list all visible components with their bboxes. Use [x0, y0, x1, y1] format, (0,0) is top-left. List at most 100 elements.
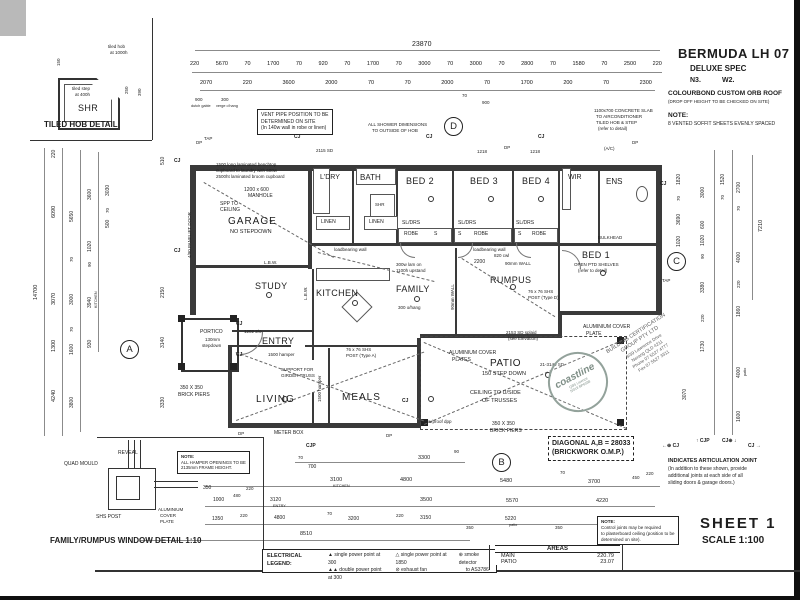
- dim-line: [752, 155, 753, 300]
- light-point: [510, 284, 516, 290]
- gable-note: dutch gable: [191, 104, 211, 108]
- room-label-portico: PORTICO: [200, 329, 223, 335]
- piers-note-1: 350 X 350: [180, 385, 203, 391]
- dim-value: 70: [560, 470, 566, 475]
- door-arc: [240, 332, 263, 355]
- arrow-left-icon: ←: [662, 443, 667, 449]
- servery-note-1: 300w lam on: [396, 262, 422, 267]
- window-label: 1218: [477, 149, 488, 154]
- smoke-detector-icon: ⊕: [458, 552, 463, 558]
- joint-dot-icon: ⊕: [728, 438, 733, 444]
- area-name: PATIO: [501, 559, 517, 565]
- post-a-note-1: 76 x 76 SHS: [346, 347, 372, 352]
- dim-value: 480: [233, 493, 241, 498]
- exhaust-fan-icon: ⊘: [395, 567, 400, 573]
- wall: [190, 165, 196, 315]
- dim-value: 3500: [420, 497, 433, 503]
- room-label-ldry: L'DRY: [320, 174, 340, 181]
- sheet-scale: SCALE 1:100: [702, 535, 765, 546]
- pier: [178, 363, 185, 370]
- dim-value: 2300: [639, 80, 652, 86]
- dim-value: 90: [454, 449, 460, 454]
- sd-label: 21-3140 SD: [540, 362, 565, 367]
- dim-70: 70: [462, 93, 468, 98]
- electrical-legend: ELECTRICAL LEGEND: ▲ single power point …: [262, 549, 497, 581]
- detail-frame-line: [30, 140, 152, 141]
- splaid-note-1: 2153 SD splaid: [506, 330, 537, 335]
- cj-legend-up: ↑ CJP: [696, 438, 710, 444]
- wall: [228, 345, 232, 428]
- hamper-label: 1500 hamper: [268, 352, 295, 357]
- door-arc: [458, 243, 473, 258]
- vent-note-2: DETERMINED ON SITE: [261, 118, 316, 125]
- loadbearing-label: loadbearing wall: [334, 247, 367, 252]
- cj-marker: CJ: [660, 181, 667, 187]
- dim-value: 70: [498, 61, 505, 67]
- ceiling-note-3: determined on site).: [601, 536, 641, 542]
- dim-line: [295, 462, 465, 463]
- sl-drs-label: SL/DRS: [458, 220, 477, 226]
- dim-value: 3150: [420, 515, 432, 521]
- tap-marker: TAP: [662, 278, 671, 283]
- wall: [560, 311, 662, 315]
- bench-note-3: 2500ht laminated broom cupboard: [216, 174, 285, 179]
- dim-line: [192, 72, 662, 73]
- wall: [228, 423, 421, 428]
- wall: [190, 265, 312, 268]
- dim-390: 390: [137, 88, 142, 96]
- bulkhead-label: BULKHEAD: [598, 235, 623, 240]
- legend-label: to AS3786: [465, 567, 489, 573]
- light-point: [414, 296, 420, 302]
- wind-rating-n3: N3.: [690, 77, 701, 84]
- robe: [454, 228, 512, 243]
- dim-value: 70: [298, 455, 304, 460]
- post-a-note-2: POST (Type A): [346, 353, 377, 358]
- dim-150: 150: [56, 58, 61, 66]
- bench-note-2: cupboard to laundry with 600w: [216, 168, 278, 173]
- dim-value: 220: [396, 513, 404, 518]
- dim-value: 70: [601, 61, 608, 67]
- meter-box-label: METER BOX: [274, 430, 304, 436]
- cover-plates-note-1: ALUMINIUM COVER: [449, 350, 497, 356]
- manhole-note-1: 1200 x 600: [244, 187, 269, 193]
- detail-frame-line: [97, 437, 263, 438]
- sl-drs-label: SL/DRS: [516, 220, 535, 226]
- dim-value: 1700: [366, 61, 380, 67]
- power-point-1850-icon: △: [395, 552, 400, 558]
- linen-label: LINEN: [321, 219, 336, 225]
- shower-note-1: ALL SHOWER DIMENSIONS: [368, 122, 428, 127]
- dim-value: 70: [395, 61, 402, 67]
- dim-value: 220: [736, 280, 741, 288]
- shower-hob-inner: [64, 84, 112, 122]
- dim-value: 5650: [69, 210, 75, 222]
- cj-label: CJ: [748, 443, 755, 449]
- room-sub-patio-3: OF TRUSSES: [482, 398, 518, 404]
- scan-smudge: [0, 0, 26, 36]
- light-point: [428, 196, 434, 202]
- dim-value: 3690: [676, 213, 682, 225]
- dim-value: 70: [447, 61, 454, 67]
- dim-value: 3070: [51, 292, 57, 305]
- room-label-bath: BATH: [360, 173, 381, 182]
- wall: [558, 311, 562, 338]
- shs-post-label: SHS POST: [96, 514, 122, 520]
- area-value: 23.07: [600, 559, 614, 565]
- dim-value: 70: [295, 61, 302, 67]
- dim-value: 1020: [87, 240, 93, 252]
- light-point: [352, 300, 358, 306]
- grid-ref-b: B: [492, 453, 511, 472]
- manhole-note-2: MANHOLE: [248, 193, 273, 199]
- cover-plate-label-1: ALUMINIUM: [158, 507, 184, 512]
- dim-room-ref: ENTRY: [273, 504, 286, 508]
- dim-left-total: 14700: [33, 284, 39, 300]
- dim-value: 70: [720, 194, 725, 200]
- roof-spec: COLOURBOND CUSTOM ORB ROOF: [668, 90, 782, 97]
- articulation-note-2: (In addition to these shown, provide: [668, 466, 747, 472]
- room-label-entry: ENTRY: [262, 336, 295, 346]
- panelift-note: 4/90 PANELIFT DOOR: [187, 212, 192, 258]
- detail-line: [154, 487, 198, 488]
- dim-value: 1600: [736, 410, 742, 422]
